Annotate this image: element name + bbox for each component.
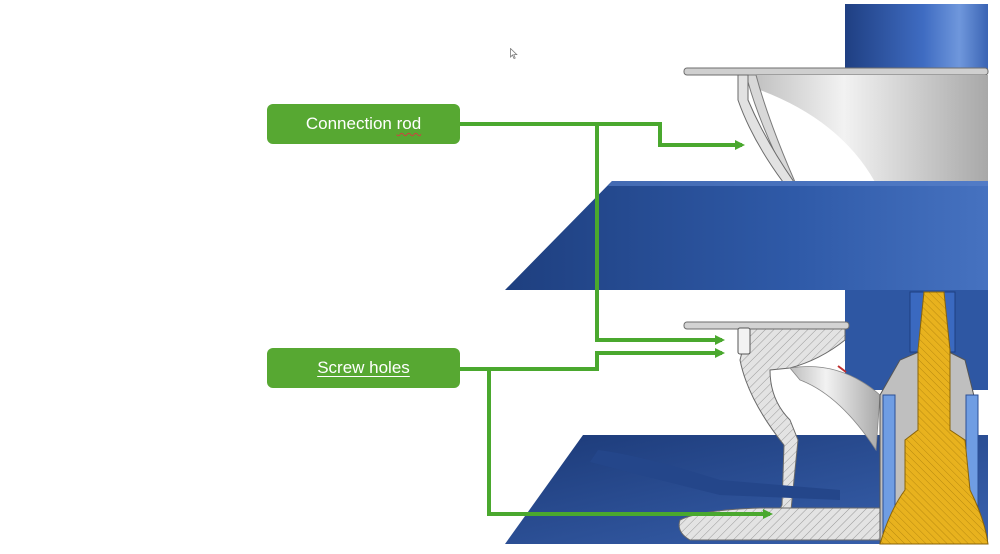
mouse-cursor-icon (510, 48, 518, 59)
yellow-nozzle (879, 291, 989, 545)
screw-hole-top (737, 327, 751, 355)
callout-connection-rod-label: Connection rod (305, 114, 422, 133)
callout-screw-holes: Screw holes (267, 348, 460, 388)
middle-blue-plate (505, 181, 988, 290)
callout-arrows (460, 122, 773, 519)
top-flange (683, 67, 989, 76)
bottom-section (505, 290, 989, 545)
hatched-support (739, 328, 846, 531)
callout-screw-holes-label: Screw holes (317, 358, 410, 377)
bottom-flange (683, 321, 850, 330)
top-cylinder (845, 4, 988, 72)
arrow-connection-rod-top (460, 122, 745, 150)
arrow-screw-hole-lower (460, 367, 773, 519)
top-cone (748, 75, 988, 182)
top-assembly (683, 4, 989, 183)
callout-connection-rod: Connection rod (267, 104, 460, 144)
arrow-connection-rod-bottom (595, 124, 725, 345)
arrow-screw-hole-upper (460, 348, 725, 371)
